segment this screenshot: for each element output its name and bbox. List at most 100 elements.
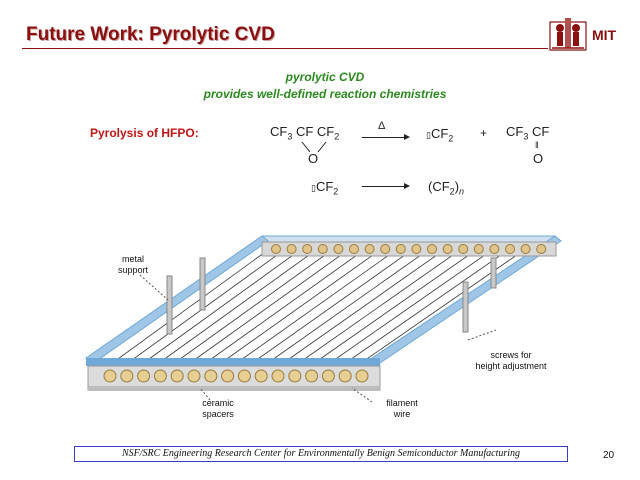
product-difluorocarbene: ▯CF2 [426,126,453,144]
product1-prefix: ▯ [426,130,431,140]
label-metal: metal [121,254,144,264]
front-spacer [254,369,268,383]
frame-front-rail [86,358,380,366]
mit-logo-text: MIT [592,27,617,43]
back-spacer [458,244,469,254]
reactant-mid: CF CF [292,124,335,139]
mit-seal-icon [549,18,587,51]
front-spacer [321,369,335,383]
front-spacer [137,369,151,383]
label-metal-support: metal support [108,254,158,276]
reactant-sub-a: 3 [287,131,293,142]
filament-wire-line [99,249,269,373]
front-spacer [103,369,117,383]
product2-sub: 3 [523,131,529,142]
label-height-adjustment: height adjustment [475,361,547,371]
back-ceramic-spacers [271,244,547,254]
back-spacer [520,244,531,254]
second-reactant-sub: 2 [333,186,339,197]
second-reactant-cf: CF [315,179,334,194]
polymer-open: (CF [428,179,450,194]
label-support: support [117,265,149,275]
leader-screws [467,329,497,341]
filament-wire-line [239,249,413,373]
polymer-close: ) [454,179,460,194]
slide-title: Future Work: Pyrolytic CVD [26,24,275,45]
label-wire: wire [393,409,411,419]
front-spacer [355,369,369,383]
filament-wire-line [177,249,349,373]
front-ceramic-spacers [103,369,369,383]
front-spacer [288,369,302,383]
back-spacer [411,244,422,254]
label-filament-wire: filament wire [374,398,430,420]
screw-post-right [462,281,469,333]
label-screws: screws for height adjustment [458,350,564,372]
back-spacer [271,244,281,254]
back-spacer [473,244,484,254]
back-spacer [536,244,547,254]
back-spacer [427,244,437,254]
leader-metal-support [139,274,169,301]
polymer-product: (CF2)n [428,179,464,197]
filament-wire-line [223,249,397,373]
back-spacer [364,244,375,254]
filament-wire-line [130,249,301,373]
second-reactant-prefix: ▯ [311,183,316,193]
second-reactant: ▯CF2 [311,179,338,197]
back-spacer [505,244,515,254]
filament-wire-line [192,249,365,373]
back-spacer [317,244,328,254]
front-spacer [170,369,184,383]
product1-sub: 2 [448,133,454,144]
reactant-cf3: CF [270,124,288,139]
polymer-n: n [459,186,465,197]
screw-post-left-rear [199,257,206,311]
reactant-hfpo: CF3 CF CF2 [270,124,339,142]
front-spacer [338,369,352,383]
product2-oxygen: O [533,151,544,166]
label-screws-for: screws for [490,350,532,360]
subtitle-line-1: pyrolytic CVD [285,70,365,84]
label-ceramic: ceramic [202,398,234,408]
product2-cf: CF [506,124,524,139]
product2-tail: CF [528,124,550,139]
back-spacer [380,244,391,254]
filament-wire-line [146,249,317,373]
filament-wire-line [301,249,477,373]
front-bar-base [88,386,380,391]
front-spacer [305,369,319,383]
label-ceramic-spacers: ceramic spacers [190,398,246,420]
filament-wire-line [115,249,285,373]
footer-box [74,446,568,462]
carbonyl-double-bond: ‖ [535,140,539,150]
epoxide-bonds [301,141,327,153]
filament-wire-line [316,249,493,373]
label-filament: filament [386,398,418,408]
front-spacer [153,369,167,383]
filament-wires [99,249,541,373]
back-spacer [489,244,500,254]
back-spacer [302,244,313,254]
product1-cf: CF [430,126,449,141]
front-spacer [221,369,235,383]
filament-wire-line [270,249,445,373]
filament-wire-line [254,249,429,373]
filament-wire-line [332,249,509,373]
filament-wire-line [285,249,461,373]
front-spacer [204,369,218,383]
product-tfaf: CF3 CF [506,124,549,142]
reaction-arrow-2 [362,186,406,187]
reaction-arrow-1 [362,137,406,138]
front-spacer [187,369,201,383]
title-rule [22,48,548,49]
label-spacers: spacers [202,409,234,419]
front-spacer [120,369,134,383]
back-spacer [349,244,359,254]
leader-filament [351,387,373,403]
pyrolysis-label: Pyrolysis of HFPO: [90,126,199,140]
screw-post-left [166,275,173,335]
front-spacer [271,369,285,383]
footer-text: NSF/SRC Engineering Research Center for … [121,448,521,459]
plus-sign: + [480,126,488,140]
